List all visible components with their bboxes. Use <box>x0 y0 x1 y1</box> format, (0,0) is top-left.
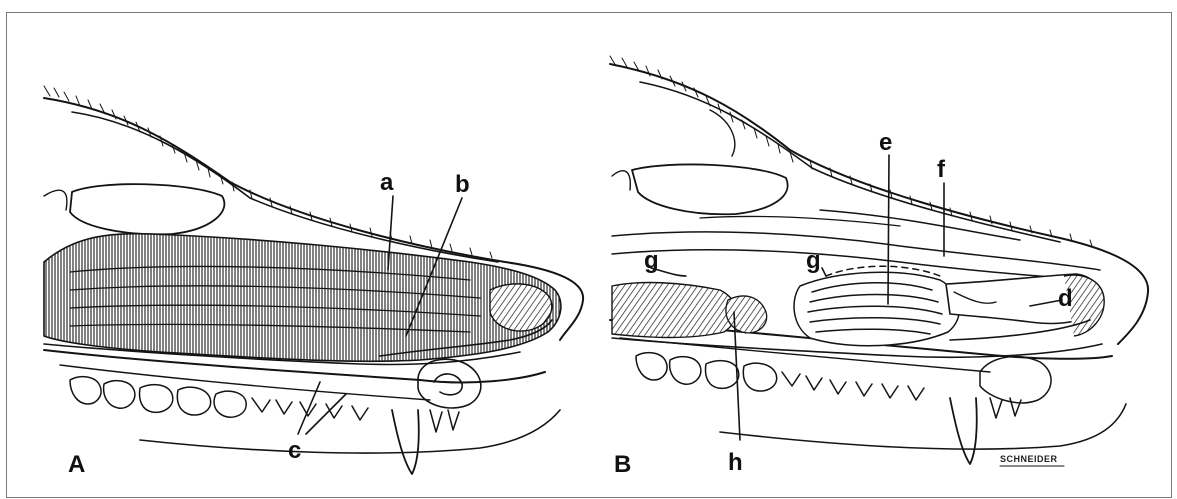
snout-outline-b <box>610 64 1148 449</box>
label-g-left: g <box>644 247 659 274</box>
nasal-passage-b <box>612 210 1100 280</box>
teeth-b <box>636 353 1051 464</box>
label-f: f <box>937 156 946 183</box>
label-d: d <box>1058 285 1073 312</box>
fur-a <box>44 86 492 258</box>
panel-a: a b c A <box>44 86 583 478</box>
orbit-a <box>44 184 224 234</box>
label-a: a <box>380 169 394 196</box>
panel-b: e f g g d h B SCHNEIDER <box>610 56 1148 478</box>
leader-g2 <box>822 268 826 276</box>
label-b: b <box>455 171 470 198</box>
label-c: c <box>288 437 301 464</box>
artist-signature: SCHNEIDER <box>1000 454 1058 464</box>
turbinates-b <box>612 283 767 338</box>
nostril-b <box>946 274 1104 336</box>
leader-e <box>888 155 889 304</box>
teeth-a <box>70 377 459 474</box>
turbinates-a <box>44 234 561 362</box>
label-e: e <box>879 129 892 156</box>
panel-label-a: A <box>68 451 85 478</box>
maxilloturbinate-b <box>794 266 959 345</box>
orbit-b <box>612 110 788 214</box>
label-g-center: g <box>806 247 821 274</box>
label-h: h <box>728 449 743 476</box>
panel-label-b: B <box>614 451 631 478</box>
nostril-a <box>418 359 481 408</box>
